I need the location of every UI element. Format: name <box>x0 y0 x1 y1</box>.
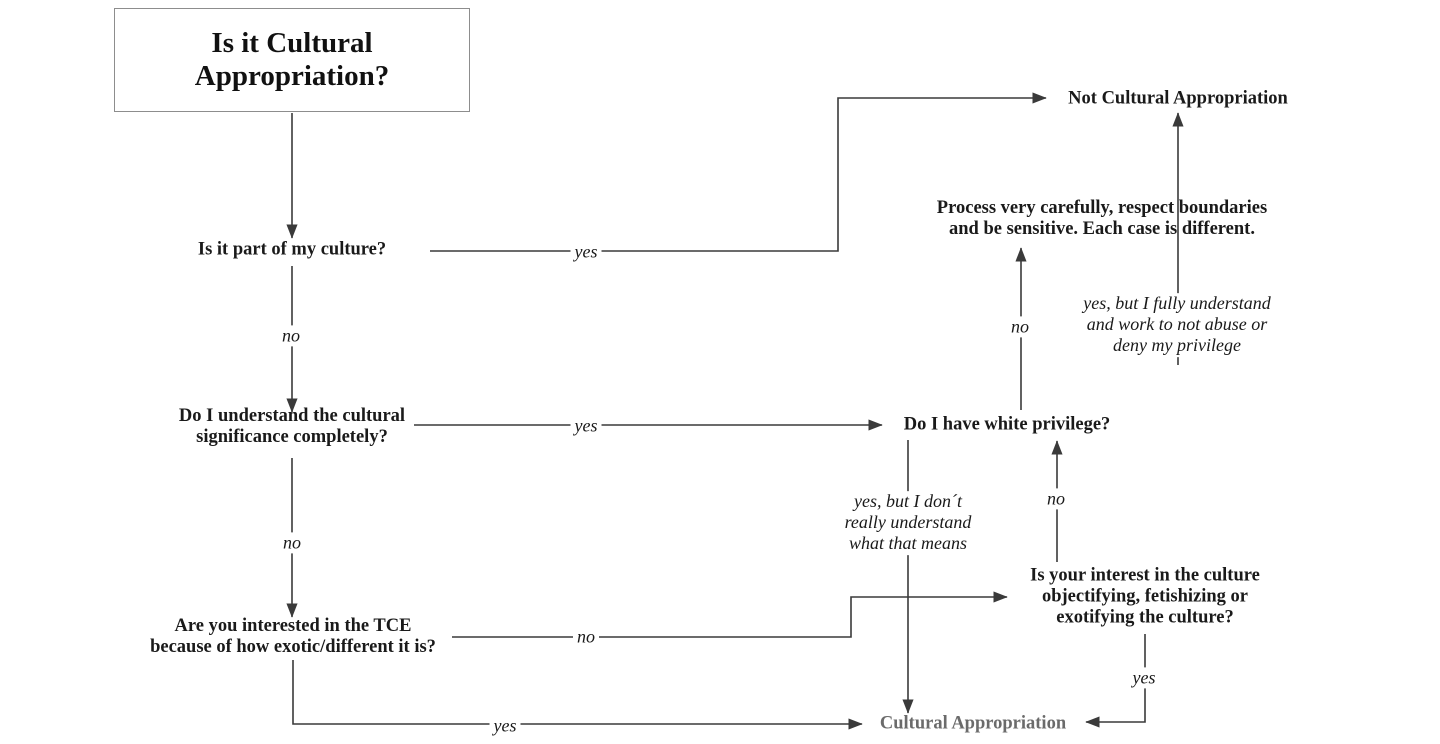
node-interested-tce: Are you interested in the TCE because of… <box>150 616 436 657</box>
edge-label-label-tce-yes: yes <box>489 715 521 737</box>
edge-objectifying-yes <box>1085 634 1146 728</box>
node-not-cultural-appropriation: Not Cultural Appropriation <box>1068 88 1288 109</box>
node-white-privilege: Do I have white privilege? <box>903 414 1111 435</box>
edge-interested-tce-no <box>452 591 1008 638</box>
edge-label-label-understand-no: no <box>279 532 305 554</box>
edge-label-label-wp-yes-dont-understand: yes, but I don´t really understand what … <box>840 491 976 555</box>
edge-label-label-objectifying-no: no <box>1043 488 1069 510</box>
edge-label-label-wp-no: no <box>1007 316 1033 338</box>
node-cultural-appropriation: Cultural Appropriation <box>879 713 1067 734</box>
node-process-carefully: Process very carefully, respect boundari… <box>936 198 1268 239</box>
edge-label-label-understand-yes: yes <box>570 415 602 437</box>
edge-part-of-culture-yes <box>430 92 1047 252</box>
node-objectifying: Is your interest in the culture objectif… <box>1030 565 1260 628</box>
title-box: Is it Cultural Appropriation? <box>114 8 470 112</box>
edge-label-label-part-of-culture-no: no <box>278 325 304 347</box>
node-understand-significance: Do I understand the cultural significanc… <box>178 406 406 447</box>
edge-label-label-part-of-culture-yes: yes <box>570 241 602 263</box>
page-title: Is it Cultural Appropriation? <box>194 26 390 92</box>
node-part-of-culture: Is it part of my culture? <box>197 239 387 260</box>
edge-label-label-tce-no: no <box>573 626 599 648</box>
edge-interested-tce-yes <box>292 660 863 730</box>
edge-label-label-fully-understand: yes, but I fully understand and work to … <box>1079 293 1275 357</box>
edge-label-label-objectifying-yes: yes <box>1128 667 1160 689</box>
